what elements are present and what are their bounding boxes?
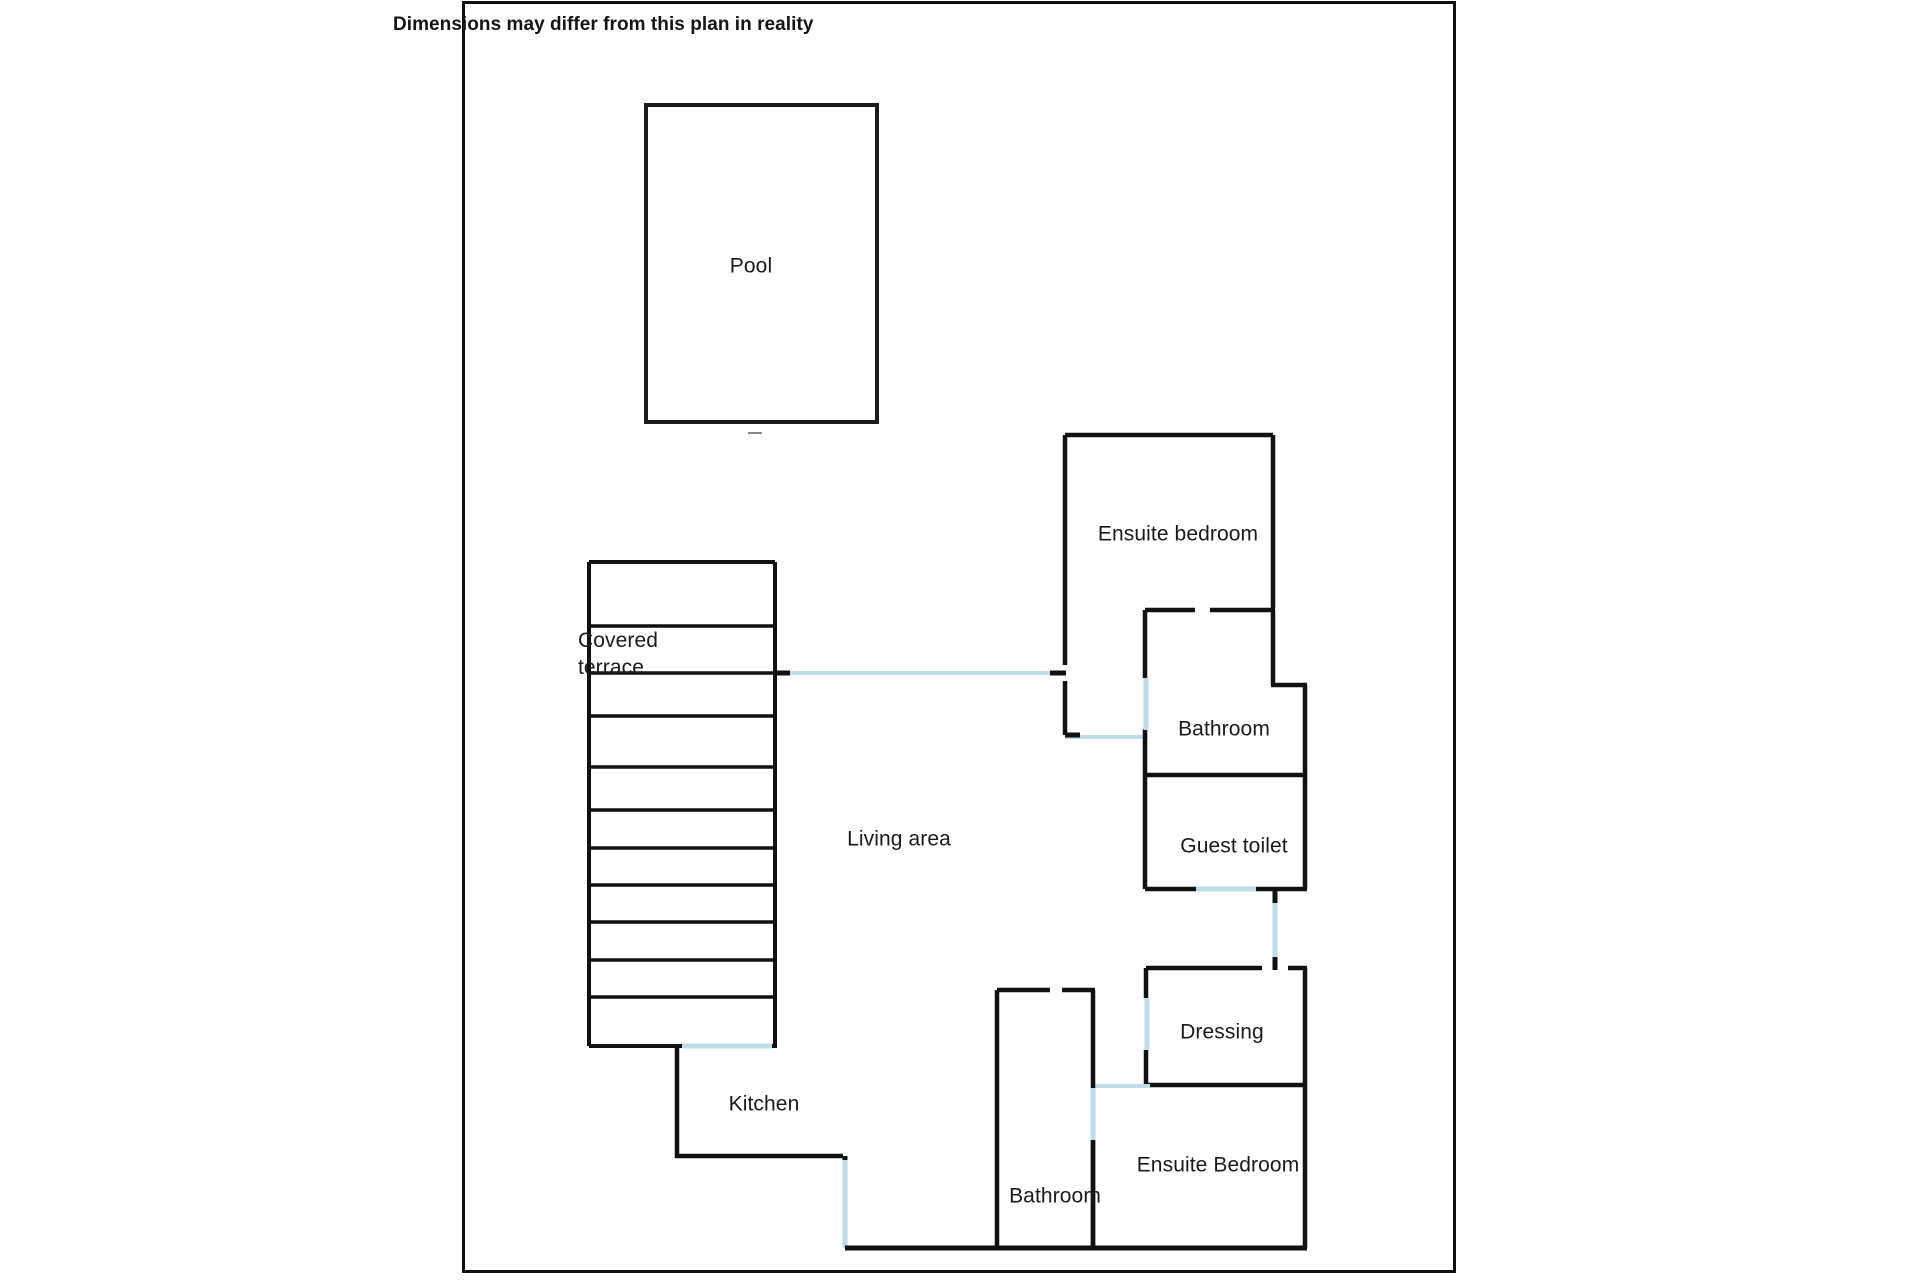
kitchen-outline (674, 1048, 843, 1159)
dressing-outline (1143, 965, 1308, 1088)
ensuite-bedroom-upper-outline (1062, 432, 1276, 735)
bathroom-upper-outline (1142, 610, 1308, 778)
guest-toilet-outline (1142, 775, 1308, 892)
plan-disclaimer-note: Dimensions may differ from this plan in … (393, 14, 814, 35)
covered-terrace-outline (587, 560, 777, 1048)
pool-outline (644, 103, 879, 424)
bathroom-lower-outline (994, 987, 1096, 1250)
plan-outer-border (462, 1, 1456, 1273)
